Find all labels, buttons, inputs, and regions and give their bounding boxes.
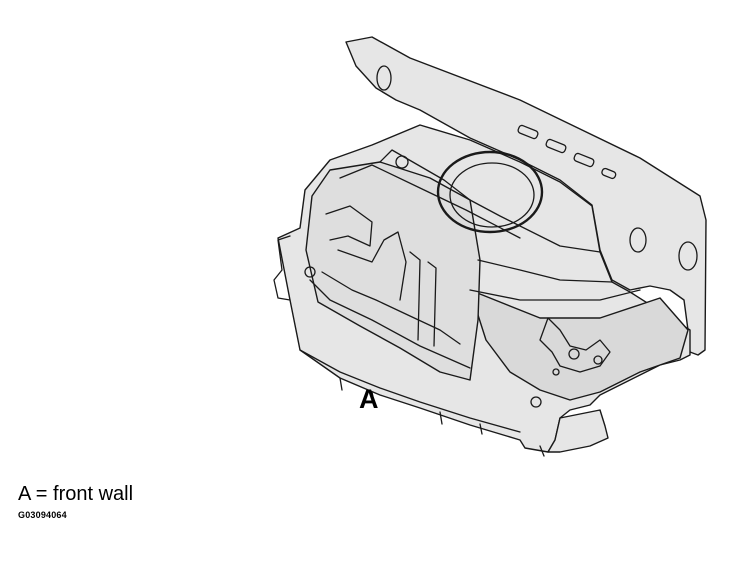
figure-code: G03094064: [18, 510, 67, 520]
inner-step: [469, 199, 601, 253]
divider: [379, 149, 471, 201]
flange-hole-right-1: [629, 227, 647, 253]
floor-hole-3: [552, 368, 560, 376]
rib-3: [409, 251, 421, 341]
bottom-lip: [547, 409, 609, 453]
slot-4: [601, 167, 617, 180]
floor-hole-2: [593, 355, 603, 365]
rib-6: [309, 279, 471, 369]
inner-floor-edge: [469, 289, 641, 301]
floor-tray: [469, 289, 689, 401]
rib-2: [337, 231, 407, 301]
legend-caption: A = front wall: [18, 483, 134, 505]
slot-3: [573, 152, 595, 168]
bolt-hole-2: [304, 266, 316, 278]
floor-hole-1: [568, 348, 580, 360]
rib-5: [321, 271, 461, 345]
rib-4: [427, 261, 437, 347]
ribs-and-details: [273, 65, 698, 457]
top-flange: [345, 36, 707, 356]
slot-2: [545, 138, 567, 154]
left-face: [305, 161, 481, 381]
flange-hole-left: [376, 65, 392, 91]
bolt-hole-1: [395, 155, 409, 169]
callout-label-a: A: [359, 384, 379, 414]
bottom-edge: [299, 349, 521, 433]
top-edge: [339, 164, 521, 239]
bolt-hole-3: [530, 396, 542, 408]
flange-hole-right-2: [678, 241, 698, 271]
inner-wall: [477, 259, 613, 283]
blower-opening-inner: [449, 162, 535, 228]
left-tabs: [273, 235, 291, 301]
floor-bracket: [539, 317, 611, 373]
slot-1: [517, 124, 539, 140]
rib-1: [325, 205, 373, 247]
blower-opening-outer: [436, 150, 544, 234]
bottom-tabs: [339, 377, 545, 457]
